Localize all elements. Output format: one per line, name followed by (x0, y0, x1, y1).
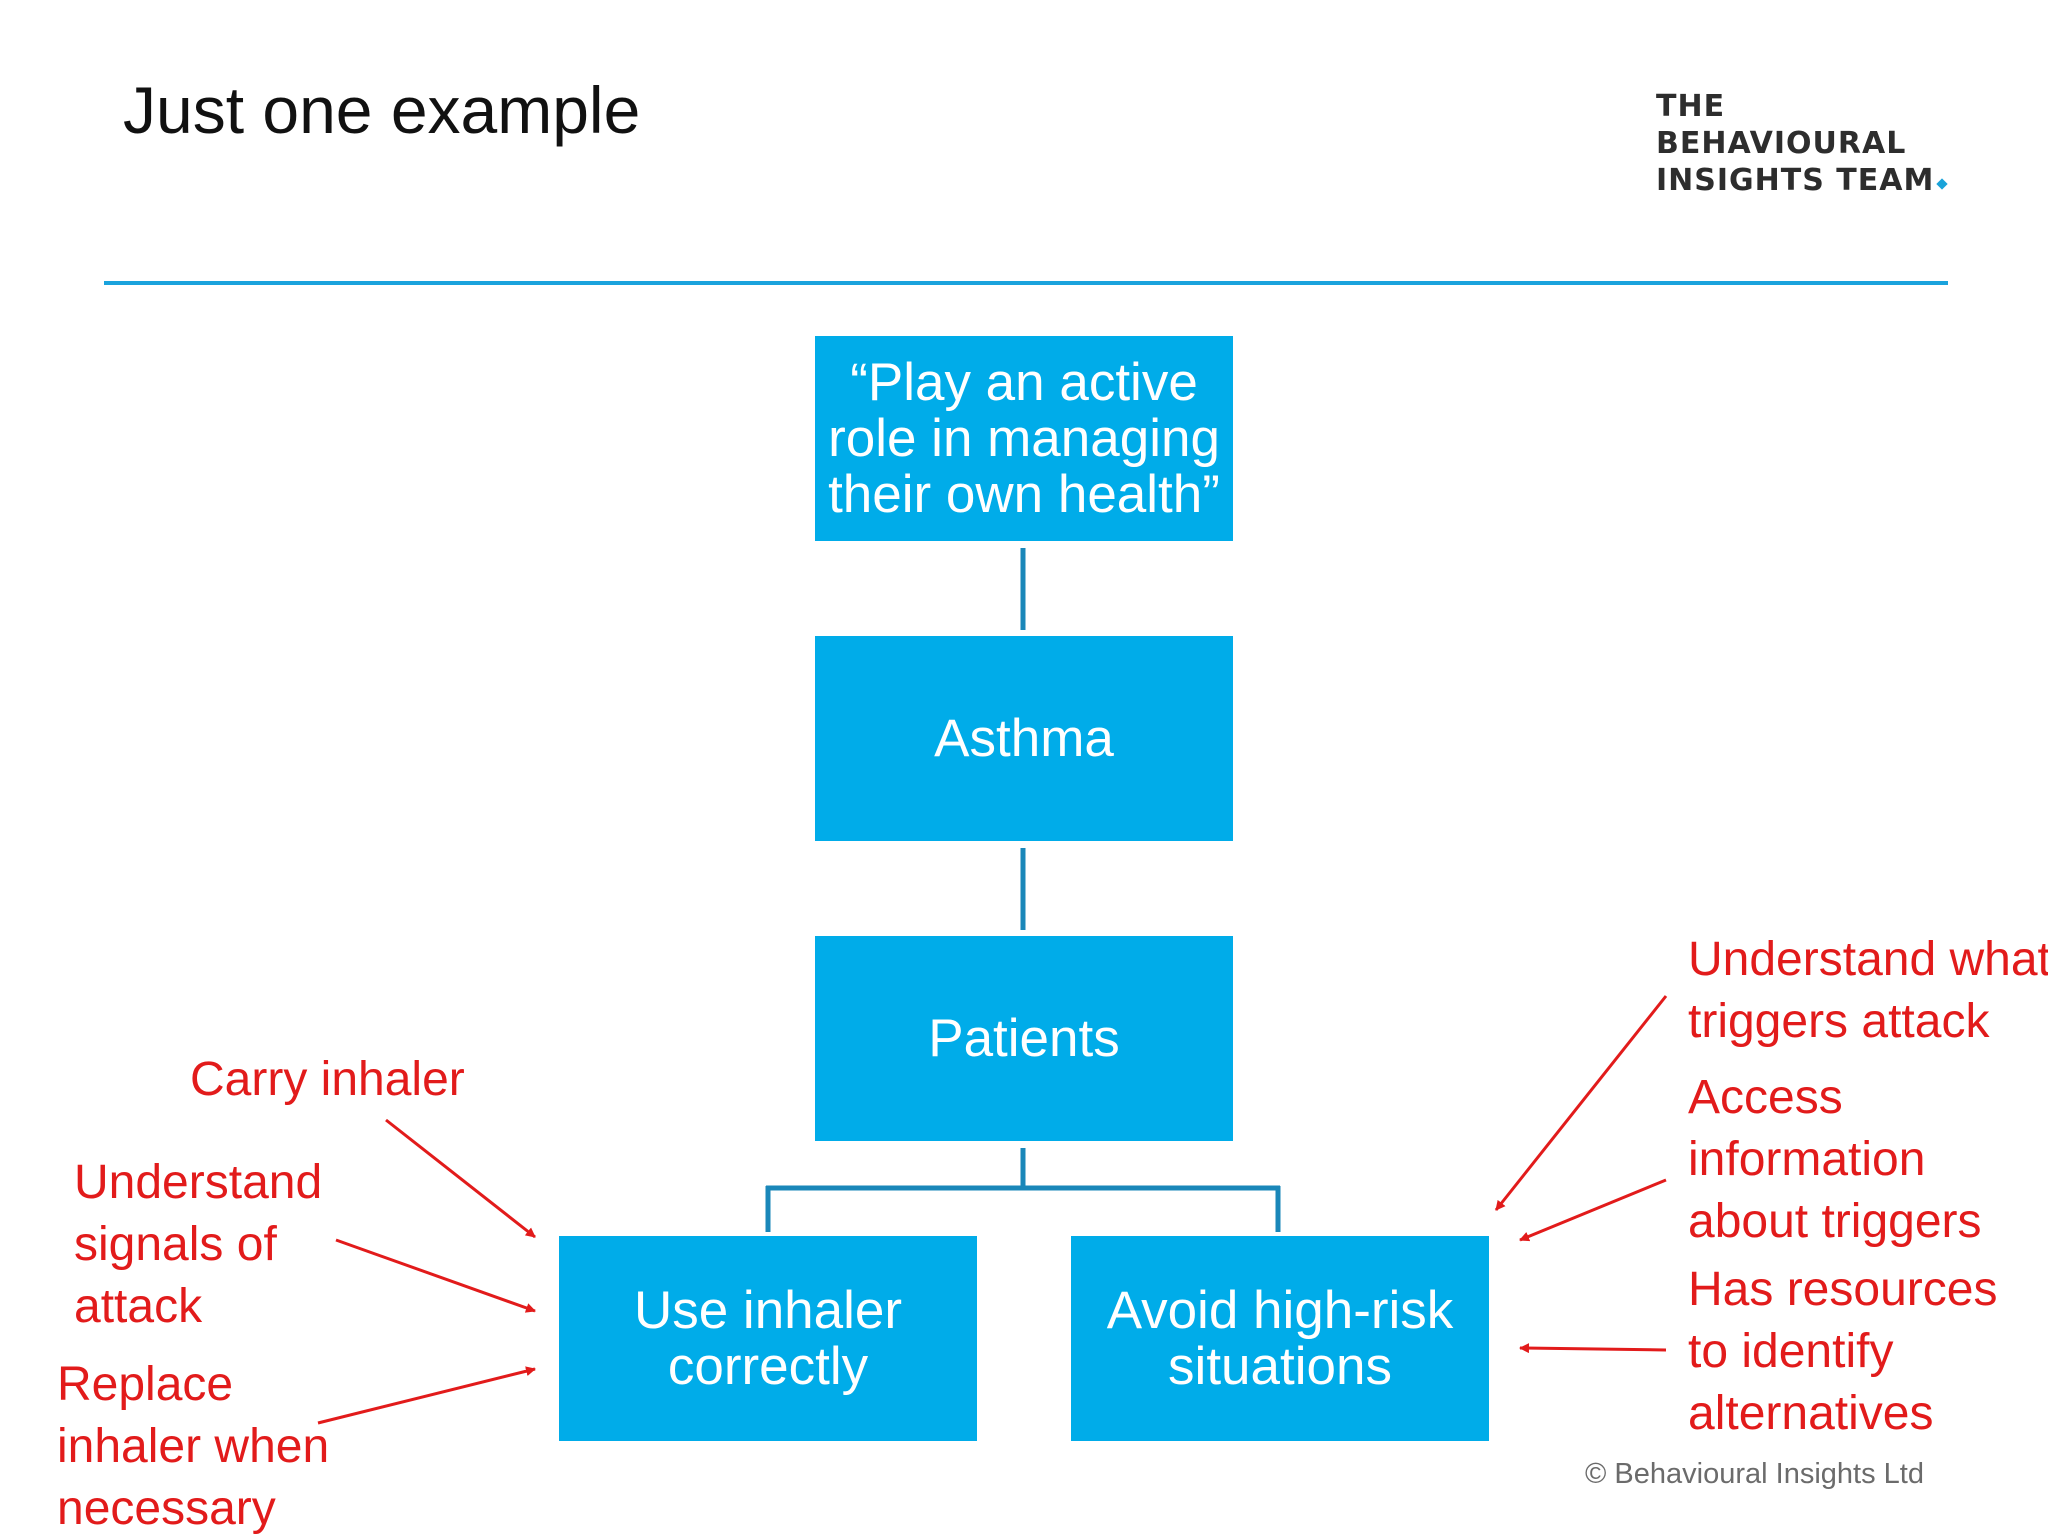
goal-line-1: “Play an active (850, 352, 1198, 412)
condition-box: Asthma (815, 636, 1233, 841)
logo-line-2: BEHAVIOURAL (1656, 126, 1907, 161)
copyright-notice: © Behavioural Insights Ltd (1585, 1458, 1924, 1490)
condition-label: Asthma (934, 708, 1114, 768)
slide-title: Just one example (123, 73, 641, 147)
audience-box: Patients (815, 936, 1233, 1141)
goal-box: “Play an active role in managing their o… (815, 336, 1233, 541)
behaviour-right-line-2: situations (1168, 1336, 1392, 1396)
annotation-carry-inhaler: Carry inhaler (190, 1053, 465, 1106)
annotation-has-resources: Has resources to identify alternatives (1688, 1263, 1998, 1440)
behaviour-box-left: Use inhaler correctly (559, 1236, 977, 1441)
goal-line-2: role in managing (828, 408, 1220, 468)
arrow-carry-inhaler (385, 1118, 536, 1239)
annotation-replace-inhaler: Replace inhaler when necessary (57, 1358, 330, 1535)
header-divider (104, 281, 1948, 285)
behaviour-left-line-1: Use inhaler (633, 1280, 903, 1340)
arrow-access-information (1519, 1178, 1667, 1242)
audience-label: Patients (928, 1008, 1120, 1068)
logo-line-1: THE (1656, 89, 1726, 124)
arrow-has-resources (1519, 1343, 1667, 1354)
goal-line-3: their own health” (828, 464, 1220, 524)
annotation-access-information: Access information about triggers (1688, 1071, 1982, 1248)
arrow-understand-triggers (1494, 995, 1668, 1211)
annotation-understand-signals: Understand signals of attack (74, 1156, 323, 1333)
annotation-understand-triggers: Understand what triggers attack (1688, 933, 2048, 1048)
behaviour-box-right: Avoid high-risk situations (1071, 1236, 1489, 1441)
arrow-replace-inhaler (317, 1366, 536, 1425)
behaviour-left-line-2: correctly (667, 1336, 869, 1396)
behaviour-right-line-1: Avoid high-risk (1106, 1280, 1454, 1340)
logo-line-3: INSIGHTS TEAM (1656, 162, 1948, 199)
arrow-understand-signals (335, 1238, 536, 1313)
bit-logo: THE BEHAVIOURAL INSIGHTS TEAM (1656, 88, 1948, 199)
